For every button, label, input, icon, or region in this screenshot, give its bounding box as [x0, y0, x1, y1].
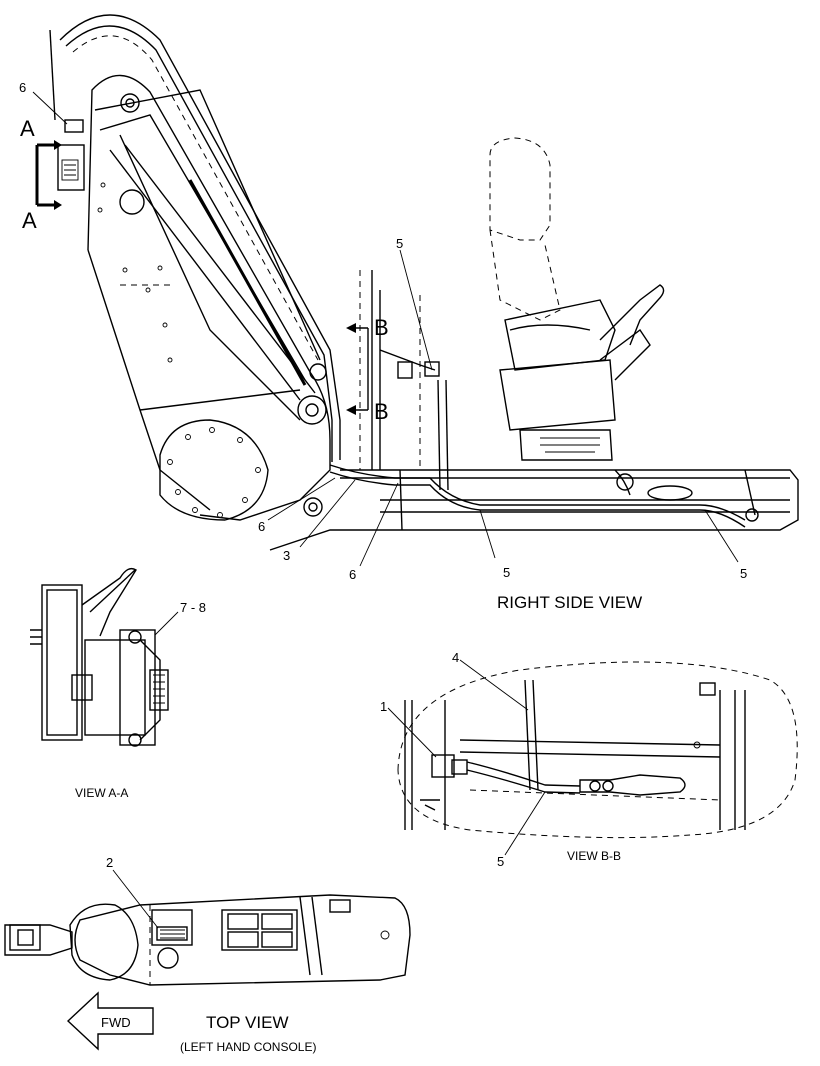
section-mark-a-top: A	[20, 116, 35, 141]
callout-1: 1	[380, 699, 387, 714]
callout-6-low: 6	[349, 567, 356, 582]
view-bb-drawing	[387, 659, 798, 856]
section-mark-b-top: B	[374, 315, 389, 340]
view-aa-title: VIEW A-A	[75, 786, 128, 800]
callout-4: 4	[452, 650, 459, 665]
callout-3: 3	[283, 548, 290, 563]
top-view-drawing	[4, 869, 411, 1051]
callout-6-top: 6	[19, 80, 26, 95]
callout-5-top: 5	[396, 236, 403, 251]
callout-5-view-bb: 5	[497, 854, 504, 869]
callout-7-8: 7 - 8	[180, 600, 206, 615]
top-view-title: TOP VIEW	[206, 1013, 289, 1032]
callout-5-right: 5	[740, 566, 747, 581]
top-view-subtitle: (LEFT HAND CONSOLE)	[180, 1040, 316, 1054]
callout-6-mid: 6	[258, 519, 265, 534]
view-bb-title: VIEW B-B	[567, 849, 621, 863]
view-aa-drawing	[30, 567, 179, 747]
callout-2: 2	[106, 855, 113, 870]
right-side-view-drawing	[32, 14, 799, 567]
fwd-label: FWD	[101, 1015, 131, 1030]
callout-5-floor: 5	[503, 565, 510, 580]
section-mark-b-bottom: B	[374, 399, 389, 424]
right-side-view-title: RIGHT SIDE VIEW	[497, 593, 642, 612]
section-mark-a-bottom: A	[22, 208, 37, 233]
